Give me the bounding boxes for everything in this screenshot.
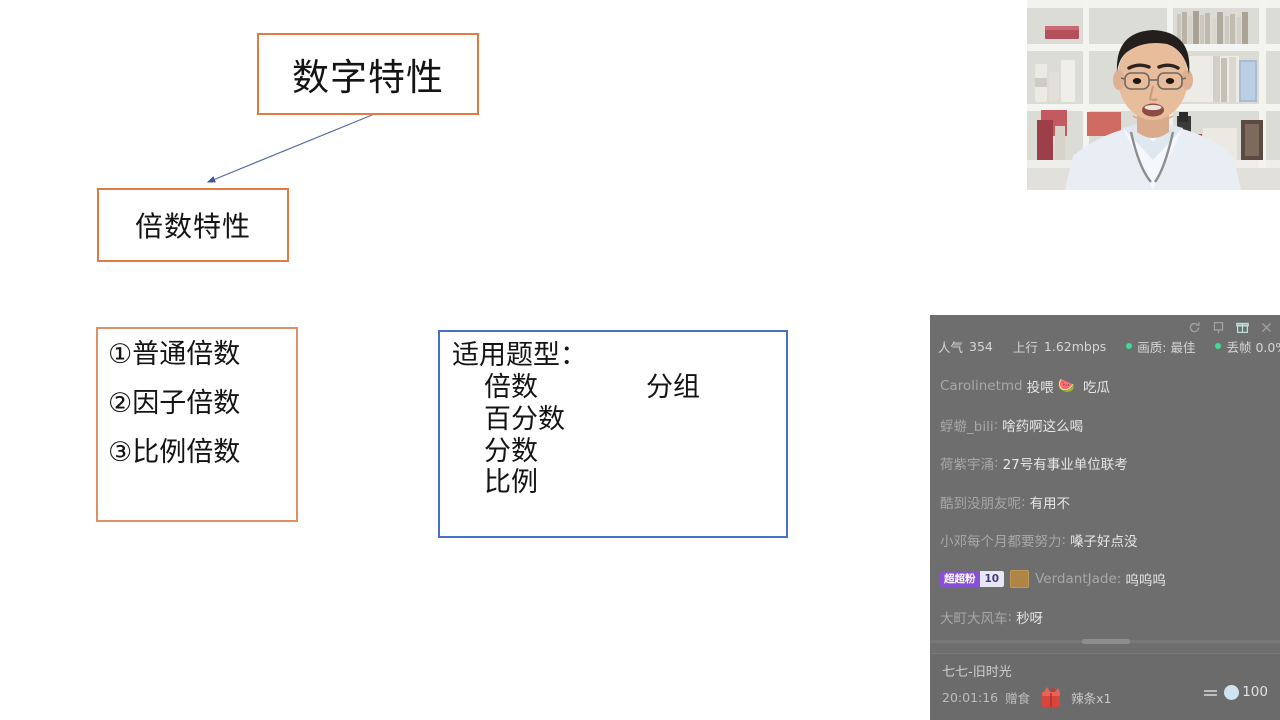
chat-colon: : bbox=[994, 455, 999, 472]
chat-message[interactable]: 酷到没朋友呢 : 有用不 bbox=[930, 483, 1280, 522]
close-icon[interactable] bbox=[1259, 320, 1274, 335]
list-item: ①普通倍数 bbox=[108, 339, 241, 370]
chat-message[interactable]: 荷紫宇涌 : 27号有事业单位联考 bbox=[930, 444, 1280, 483]
mindmap-node-subtopic: 倍数特性 bbox=[97, 188, 289, 262]
chat-text: 27号有事业单位联考 bbox=[1002, 457, 1128, 474]
gift-box-icon[interactable] bbox=[1235, 320, 1250, 335]
uplink-stat: 上行 1.62mbps bbox=[1013, 337, 1106, 356]
chat-message[interactable]: 小邓每个月都要努力 : 嗓子好点没 bbox=[930, 521, 1280, 560]
chat-username: 小邓每个月都要努力 bbox=[940, 534, 1062, 551]
chat-username: 酷到没朋友呢 bbox=[940, 495, 1021, 512]
coin-icon bbox=[1224, 684, 1240, 700]
pin-icon[interactable] bbox=[1211, 320, 1226, 335]
chat-username: Carolinetmd bbox=[940, 378, 1023, 395]
chat-message-list[interactable]: Carolinetmd 投喂 🍉 吃瓜 蜉蝣_bili : 啥药啊这么喝 荷紫宇… bbox=[930, 367, 1280, 720]
fan-badge-level: 10 bbox=[979, 570, 1005, 587]
type-box-row: 比例 bbox=[452, 467, 786, 499]
chat-horizontal-scrollbar[interactable] bbox=[930, 637, 1280, 645]
chat-colon: : bbox=[1116, 570, 1122, 587]
framedrop-label: 丢帧 0.0% bbox=[1226, 339, 1280, 355]
chat-colon: : bbox=[993, 416, 999, 433]
status-dot-icon bbox=[1215, 343, 1222, 349]
gift-timestamp: 20:01:16 bbox=[942, 689, 999, 705]
multiple-types-list-box: ①普通倍数 ②因子倍数 ③比例倍数 bbox=[96, 327, 298, 522]
framedrop-stat: 丢帧 0.0% bbox=[1215, 337, 1280, 356]
chat-text: 呜呜呜 bbox=[1125, 572, 1166, 589]
chat-text: 有用不 bbox=[1029, 495, 1071, 512]
webcam-video-frame bbox=[1027, 0, 1280, 190]
stream-stats-bar: 人气 354 上行 1.62mbps 画质: 最佳 丢帧 0.0% bbox=[938, 335, 1280, 357]
chat-username: VerdantJade bbox=[1035, 570, 1117, 587]
type-box-row: 百分数 bbox=[452, 404, 786, 436]
popularity-stat: 人气 354 bbox=[938, 337, 993, 356]
quality-label: 画质: 最佳 bbox=[1137, 339, 1196, 355]
chat-username: 大町大风车 bbox=[940, 611, 1008, 628]
chat-text: 啥药啊这么喝 bbox=[1002, 418, 1084, 435]
type-box-item: 比例 bbox=[484, 467, 538, 499]
chat-text: 嗓子好点没 bbox=[1070, 534, 1138, 551]
fan-badge-name: 超超粉 bbox=[940, 570, 980, 587]
refresh-icon[interactable] bbox=[1187, 320, 1202, 335]
list-item: ③比例倍数 bbox=[108, 437, 241, 468]
chat-gift-action: 投喂 bbox=[1026, 380, 1054, 397]
chat-message[interactable]: Carolinetmd 投喂 🍉 吃瓜 bbox=[930, 367, 1280, 406]
list-item: ②因子倍数 bbox=[108, 388, 241, 419]
uplink-value: 1.62mbps bbox=[1043, 338, 1107, 354]
chat-username: 蜉蝣_bili bbox=[940, 418, 994, 435]
gift-sender-name: 七七-旧时光 bbox=[942, 665, 1012, 680]
chat-username: 荷紫宇涌 bbox=[940, 457, 994, 474]
gift-item-name: 辣条x1 bbox=[1071, 690, 1112, 706]
gift-action-label: 赠食 bbox=[1005, 690, 1031, 706]
chat-colon: : bbox=[1007, 609, 1013, 626]
type-box-aside: 分组 bbox=[646, 371, 700, 403]
chat-colon: : bbox=[1021, 493, 1026, 510]
mindmap-node-title-label: 数字特性 bbox=[292, 56, 444, 99]
status-dot-icon bbox=[1126, 343, 1133, 349]
watermelon-emoji-icon: 🍉 bbox=[1057, 378, 1076, 395]
gift-value-display: 100 bbox=[1204, 684, 1268, 700]
type-box-item: 百分数 bbox=[484, 403, 565, 435]
chat-message[interactable]: 大町大风车 : 秒呀 bbox=[930, 598, 1280, 637]
chat-message[interactable]: 蜉蝣_bili : 啥药啊这么喝 bbox=[930, 406, 1280, 445]
type-box-item: 分数 bbox=[484, 435, 538, 467]
mindmap-node-title: 数字特性 bbox=[257, 33, 479, 115]
type-box-item: 倍数 bbox=[484, 371, 538, 403]
quality-stat: 画质: 最佳 bbox=[1126, 337, 1195, 356]
chat-text: 秒呀 bbox=[1016, 611, 1044, 628]
popularity-value: 354 bbox=[969, 338, 993, 354]
gift-value-amount: 100 bbox=[1242, 684, 1268, 700]
type-box-row: 分数 bbox=[452, 436, 786, 468]
popularity-label: 人气 bbox=[938, 339, 964, 355]
type-box-row: 倍数 分组 bbox=[452, 372, 786, 404]
live-chat-panel[interactable]: 人气 354 上行 1.62mbps 画质: 最佳 丢帧 0.0% Caroli… bbox=[930, 315, 1280, 720]
type-box-heading: 适用题型： bbox=[452, 340, 587, 371]
chat-window-controls[interactable] bbox=[1187, 317, 1274, 337]
scrollbar-thumb[interactable] bbox=[1082, 639, 1130, 644]
teacher-webcam-overlay[interactable] bbox=[1027, 0, 1280, 190]
chat-gift-name: 吃瓜 bbox=[1083, 380, 1111, 397]
chat-colon: : bbox=[1061, 532, 1067, 549]
gift-detail-row: 20:01:16 赠食 辣条x1 bbox=[942, 686, 1112, 708]
gift-item-icon bbox=[1038, 686, 1064, 708]
applicable-question-types-box: 适用题型： 倍数 分组 百分数 分数 比例 bbox=[438, 330, 788, 538]
uplink-label: 上行 bbox=[1012, 339, 1038, 355]
mindmap-node-subtopic-label: 倍数特性 bbox=[134, 210, 251, 243]
fan-badge[interactable]: 超超粉 10 bbox=[940, 570, 1005, 587]
medal-icon bbox=[1010, 569, 1030, 588]
chat-message[interactable]: 超超粉 10 VerdantJade : 呜呜呜 bbox=[930, 560, 1280, 599]
gift-notification-panel[interactable]: 七七-旧时光 20:01:16 赠食 辣条x1 100 bbox=[930, 653, 1280, 720]
equals-icon bbox=[1204, 689, 1218, 692]
